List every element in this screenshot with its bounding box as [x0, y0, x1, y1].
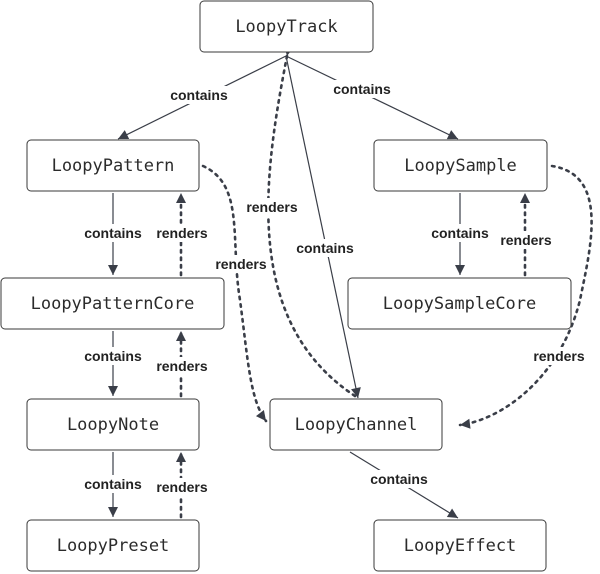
edge-label-background	[153, 357, 211, 375]
edge-label-text: contains	[84, 476, 142, 492]
edge-label-renders: renders	[530, 347, 588, 365]
edge-label-text: renders	[156, 225, 208, 241]
edge-label-renders: renders	[153, 224, 211, 242]
edge-sample-to-channel	[458, 164, 593, 429]
edge-label-contains: contains	[428, 224, 492, 242]
edge-label-text: renders	[215, 256, 267, 272]
arrow-head-icon	[351, 387, 361, 398]
node-loopy-preset[interactable]: LoopyPreset	[26, 519, 200, 572]
arrow-head-icon	[460, 418, 471, 429]
arrow-head-icon	[255, 410, 266, 421]
edge-label-background	[81, 475, 145, 493]
edge-label-renders: renders	[153, 478, 211, 496]
node-label: LoopySampleCore	[383, 294, 537, 314]
node-loopy-channel[interactable]: LoopyChannel	[269, 398, 443, 451]
node-label: LoopyPreset	[57, 536, 170, 556]
edge-label-background	[428, 224, 492, 242]
node-label: LoopyChannel	[295, 415, 418, 435]
edge-label-background	[212, 255, 270, 273]
arrow-head-icon	[108, 386, 118, 396]
edge-label-contains: contains	[81, 347, 145, 365]
edge-label-contains: contains	[81, 475, 145, 493]
edge-label-background	[81, 347, 145, 365]
edge-label-text: contains	[84, 348, 142, 364]
edge-label-text: contains	[333, 81, 391, 97]
edge-label-contains: contains	[81, 224, 145, 242]
arrow-head-icon	[108, 507, 118, 517]
node-label: LoopyEffect	[404, 536, 517, 556]
node-loopy-pattern[interactable]: LoopyPattern	[26, 139, 200, 192]
edge-label-background	[81, 224, 145, 242]
edge-label-background	[330, 80, 394, 98]
arrow-head-icon	[455, 265, 465, 275]
edge-label-renders: renders	[497, 231, 555, 249]
node-loopy-pattern-core[interactable]: LoopyPatternCore	[0, 277, 225, 330]
node-loopy-effect[interactable]: LoopyEffect	[373, 519, 547, 572]
edge-pattern-to-channel	[201, 164, 268, 423]
edge-label-contains: contains	[367, 470, 431, 488]
arrow-head-icon	[118, 130, 130, 140]
edge-label-background	[367, 470, 431, 488]
arrow-head-icon	[446, 508, 458, 518]
edge-label-text: renders	[156, 358, 208, 374]
arrow-head-icon	[520, 193, 530, 203]
edge-label-background	[530, 347, 588, 365]
edge-line	[267, 54, 357, 398]
node-loopy-track[interactable]: LoopyTrack	[199, 0, 374, 53]
edge-label-contains: contains	[167, 86, 231, 104]
edge-label-renders: renders	[243, 198, 301, 216]
node-loopy-sample[interactable]: LoopySample	[373, 139, 548, 192]
edge-label-background	[153, 478, 211, 496]
edge-label-background	[153, 224, 211, 242]
edge-label-contains: contains	[330, 80, 394, 98]
node-label: LoopyTrack	[235, 17, 337, 37]
edge-label-text: contains	[170, 87, 228, 103]
node-label: LoopyNote	[67, 415, 159, 435]
edge-label-text: renders	[156, 479, 208, 495]
arrow-head-icon	[176, 193, 186, 203]
arrow-head-icon	[176, 331, 186, 341]
edge-label-background	[167, 86, 231, 104]
edge-label-contains: contains	[293, 239, 357, 257]
node-label: LoopyPatternCore	[31, 294, 195, 314]
edge-line	[458, 164, 593, 427]
edge-label-text: contains	[370, 471, 428, 487]
edge-line	[285, 55, 359, 399]
node-label: LoopyPattern	[52, 156, 175, 176]
node-loopy-note[interactable]: LoopyNote	[26, 398, 200, 451]
node-label: LoopySample	[404, 156, 517, 176]
edge-labels-layer: contains contains contains renders contains r…	[81, 80, 588, 496]
edge-label-background	[243, 198, 301, 216]
edge-line	[201, 164, 268, 423]
edge-label-text: contains	[296, 240, 354, 256]
arrow-head-icon	[108, 265, 118, 275]
edge-label-text: renders	[246, 199, 298, 215]
edge-label-renders: renders	[212, 255, 270, 273]
edge-label-text: contains	[431, 225, 489, 241]
edge-label-background	[293, 239, 357, 257]
arrow-head-icon	[446, 130, 458, 140]
edge-label-text: renders	[533, 348, 585, 364]
node-loopy-sample-core[interactable]: LoopySampleCore	[347, 277, 572, 330]
edge-label-text: renders	[500, 232, 552, 248]
edge-label-renders: renders	[153, 357, 211, 375]
edge-label-background	[497, 231, 555, 249]
arrow-head-icon	[176, 452, 186, 462]
edge-track-to-channel	[285, 55, 361, 399]
edge-label-text: contains	[84, 225, 142, 241]
